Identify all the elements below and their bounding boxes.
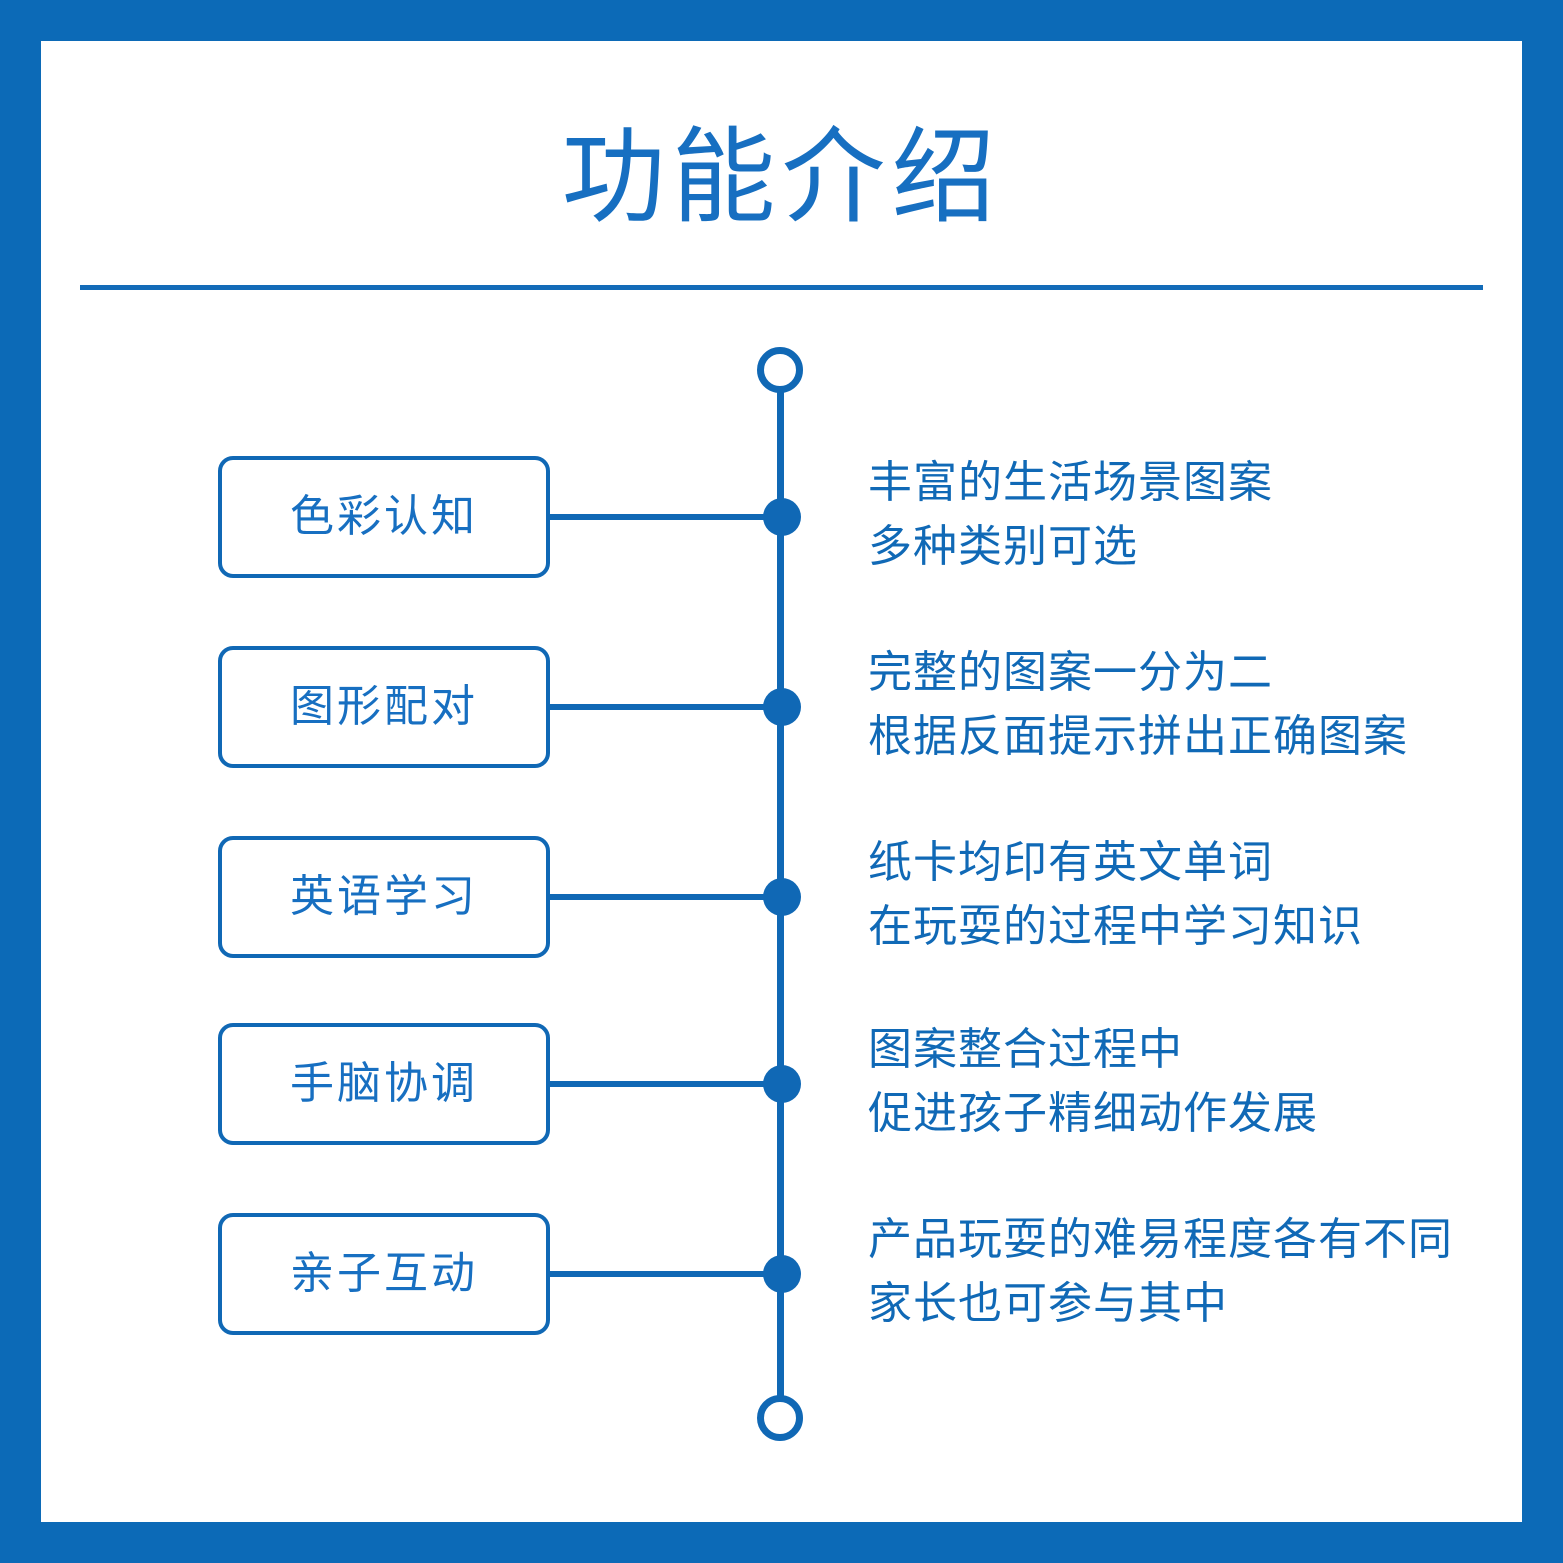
feature-description-2-line1: 完整的图案一分为二 xyxy=(868,648,1273,697)
frame-border-left xyxy=(0,0,41,1563)
connector-line-3 xyxy=(549,894,783,900)
timeline-dot-1 xyxy=(763,498,801,536)
feature-label-3: 英语学习 xyxy=(290,872,478,921)
feature-box-3[interactable]: 英语学习 xyxy=(218,836,550,958)
feature-description-1-line2: 多种类别可选 xyxy=(868,522,1138,571)
frame-border-bottom xyxy=(0,1522,1563,1563)
feature-description-3-line1: 纸卡均印有英文单词 xyxy=(868,838,1273,887)
feature-label-1: 色彩认知 xyxy=(290,492,478,541)
feature-description-5-line2: 家长也可参与其中 xyxy=(868,1279,1228,1328)
timeline-dot-3 xyxy=(763,878,801,916)
feature-label-5: 亲子互动 xyxy=(290,1249,478,1298)
timeline-bottom-circle-icon xyxy=(757,1395,803,1441)
feature-description-3-line2: 在玩耍的过程中学习知识 xyxy=(868,902,1363,951)
frame-border-right xyxy=(1522,0,1563,1563)
feature-box-1[interactable]: 色彩认知 xyxy=(218,456,550,578)
feature-description-4-line2: 促进孩子精细动作发展 xyxy=(868,1089,1318,1138)
feature-description-1: 丰富的生活场景图案 多种类别可选 xyxy=(868,451,1528,579)
feature-label-2: 图形配对 xyxy=(290,682,478,731)
feature-box-5[interactable]: 亲子互动 xyxy=(218,1213,550,1335)
frame-border-top xyxy=(0,0,1563,41)
connector-line-2 xyxy=(549,704,783,710)
feature-description-4-line1: 图案整合过程中 xyxy=(868,1025,1183,1074)
feature-label-4: 手脑协调 xyxy=(290,1059,478,1108)
feature-description-3: 纸卡均印有英文单词 在玩耍的过程中学习知识 xyxy=(868,831,1528,959)
feature-box-2[interactable]: 图形配对 xyxy=(218,646,550,768)
connector-line-1 xyxy=(549,514,783,520)
timeline-dot-2 xyxy=(763,688,801,726)
feature-description-5: 产品玩耍的难易程度各有不同 家长也可参与其中 xyxy=(868,1208,1528,1336)
connector-line-4 xyxy=(549,1081,783,1087)
feature-description-1-line1: 丰富的生活场景图案 xyxy=(868,458,1273,507)
connector-line-5 xyxy=(549,1271,783,1277)
feature-description-5-line1: 产品玩耍的难易程度各有不同 xyxy=(868,1215,1453,1264)
timeline-dot-5 xyxy=(763,1255,801,1293)
feature-description-2-line2: 根据反面提示拼出正确图案 xyxy=(868,712,1408,761)
timeline-dot-4 xyxy=(763,1065,801,1103)
page-title: 功能介绍 xyxy=(561,120,1002,236)
title-divider xyxy=(80,285,1483,290)
feature-description-4: 图案整合过程中 促进孩子精细动作发展 xyxy=(868,1018,1528,1146)
feature-box-4[interactable]: 手脑协调 xyxy=(218,1023,550,1145)
timeline-top-circle-icon xyxy=(757,347,803,393)
feature-description-2: 完整的图案一分为二 根据反面提示拼出正确图案 xyxy=(868,641,1528,769)
